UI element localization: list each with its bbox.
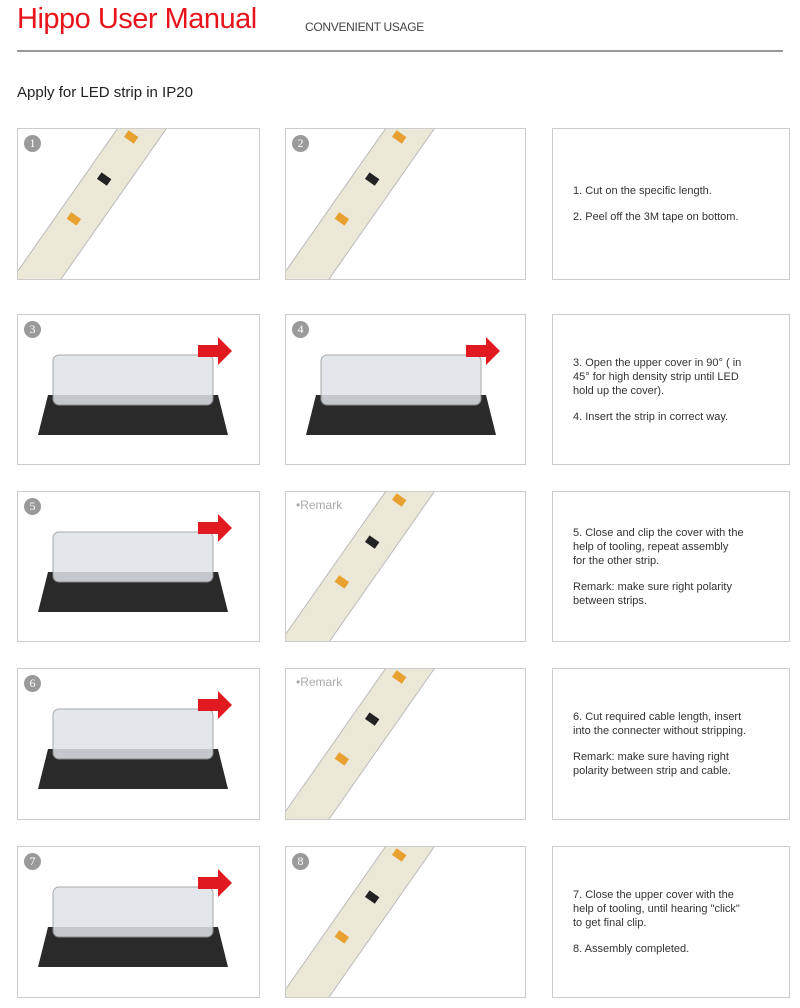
- step-illustration-6: •Remark: [285, 491, 526, 642]
- step-illustration-1: 1: [17, 128, 260, 280]
- step-number-badge: 4: [292, 321, 309, 338]
- illustration-image: [18, 129, 177, 279]
- remark-label: •Remark: [296, 675, 343, 689]
- remark-label: •Remark: [296, 498, 343, 512]
- illustration-image: [286, 847, 445, 997]
- header-divider: [17, 50, 783, 52]
- page-subtitle: CONVENIENT USAGE: [305, 20, 425, 34]
- step-number-badge: 1: [24, 135, 41, 152]
- instruction-text: 6. Cut required cable length, insert int…: [573, 711, 747, 737]
- step-illustration-4: 4: [285, 314, 526, 465]
- step-number-badge: 2: [292, 135, 309, 152]
- step-instructions: 5. Close and clip the cover with the hel…: [552, 491, 790, 642]
- instruction-text: 2. Peel off the 3M tape on bottom.: [573, 211, 739, 223]
- illustration-image: [38, 514, 232, 612]
- section-title: Apply for LED strip in IP20: [17, 84, 193, 101]
- step-number-badge: 6: [24, 675, 41, 692]
- instruction-text: Remark: make sure having right polarity …: [573, 751, 731, 777]
- illustration-image: [286, 492, 445, 641]
- step-instructions: 6. Cut required cable length, insert int…: [552, 668, 790, 820]
- illustration-image: [286, 129, 445, 279]
- instruction-text: 7. Close the upper cover with the help o…: [573, 889, 740, 929]
- step-illustration-8: •Remark: [285, 668, 526, 820]
- step-illustration-7: 6: [17, 668, 260, 820]
- step-illustration-10: 8: [285, 846, 526, 998]
- step-illustration-5: 5: [17, 491, 260, 642]
- illustration-image: [38, 869, 232, 967]
- page-title: Hippo User Manual: [17, 3, 257, 35]
- instruction-text: 1. Cut on the specific length.: [573, 185, 712, 197]
- instruction-text: Remark: make sure right polarity between…: [573, 580, 732, 607]
- step-illustration-2: 2: [285, 128, 526, 280]
- step-illustration-9: 7: [17, 846, 260, 998]
- step-illustration-3: 3: [17, 314, 260, 465]
- step-number-badge: 3: [24, 321, 41, 338]
- illustration-image: [286, 669, 445, 819]
- step-number-badge: 7: [24, 853, 41, 870]
- step-instructions: 1. Cut on the specific length. 2. Peel of…: [552, 128, 790, 280]
- illustration-image: [38, 337, 232, 435]
- step-number-badge: 8: [292, 853, 309, 870]
- instruction-text: 5. Close and clip the cover with the hel…: [573, 526, 744, 567]
- illustration-image: [38, 691, 232, 789]
- instruction-text: 8. Assembly completed.: [573, 943, 690, 955]
- illustration-image: [306, 337, 500, 435]
- instruction-text: 4. Insert the strip in correct way.: [573, 410, 729, 423]
- step-instructions: 7. Close the upper cover with the help o…: [552, 846, 790, 998]
- step-number-badge: 5: [24, 498, 41, 515]
- instruction-text: 3. Open the upper cover in 90° ( in 45° …: [573, 356, 742, 397]
- step-instructions: 3. Open the upper cover in 90° ( in 45° …: [552, 314, 790, 465]
